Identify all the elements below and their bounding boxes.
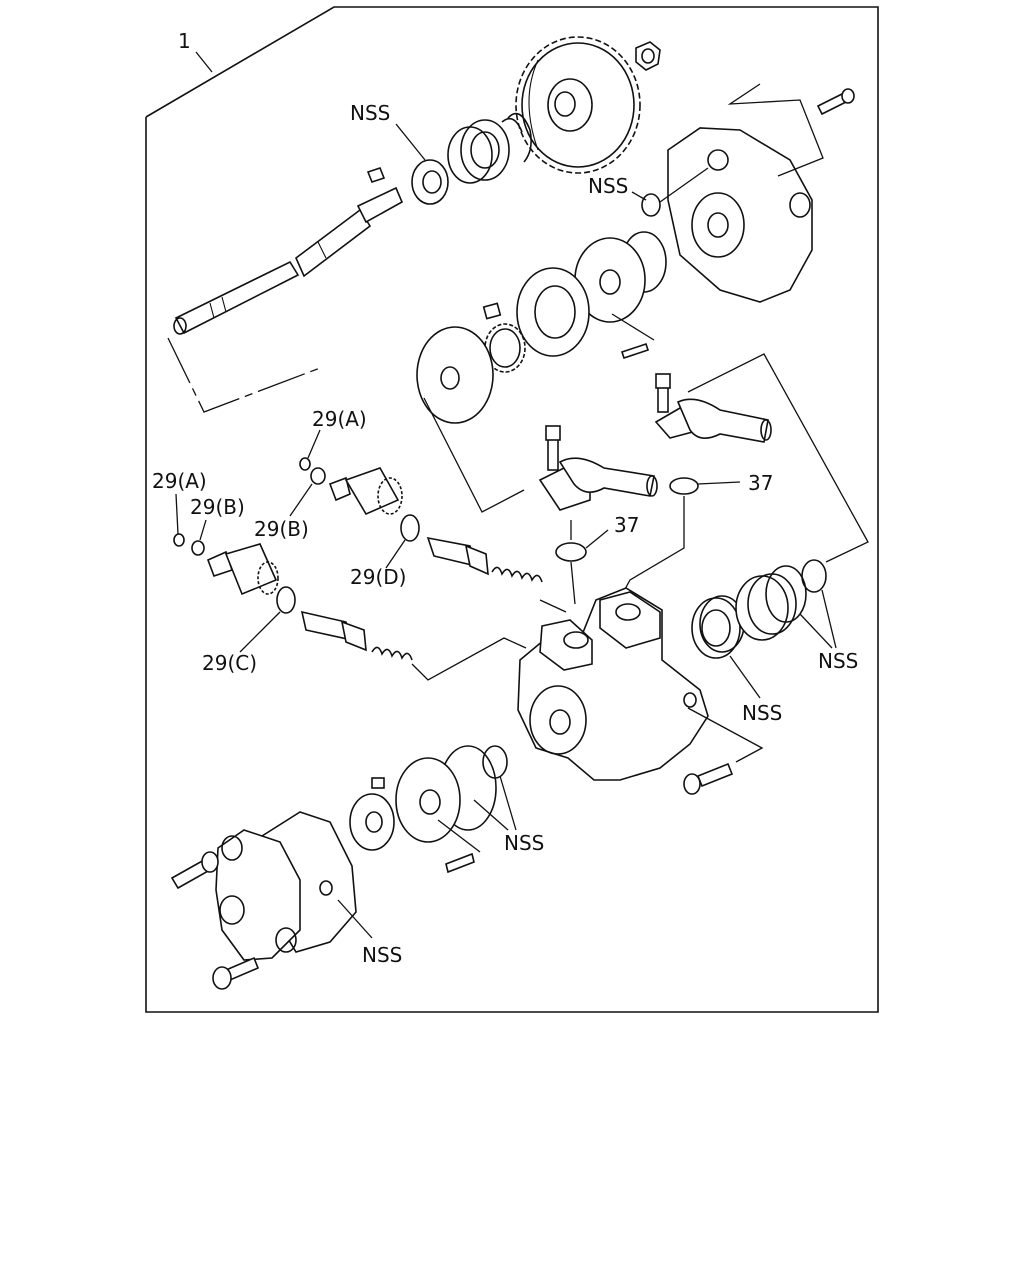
body-bolt [683, 762, 734, 795]
front-rotor [349, 793, 395, 851]
label-oring-29c: 29(C) [202, 651, 257, 675]
oil-seal [411, 159, 449, 205]
oring-right-large [765, 565, 807, 623]
front-oring-small [482, 745, 508, 779]
label-oring-29a-top: 29(A) [312, 407, 367, 431]
assembly-callout-1: 1 [178, 29, 191, 53]
outlet-pipe-right [654, 398, 772, 443]
oring-29b-left [191, 540, 205, 556]
oring-37-upper [669, 477, 699, 495]
pressure-plate [574, 237, 646, 323]
cover-bolt-top [816, 88, 855, 116]
side-plate [416, 326, 494, 424]
cover-bolt-lower [212, 956, 260, 990]
drive-gear [515, 36, 641, 174]
label-oring-29d: 29(D) [350, 565, 406, 589]
oring-right-small [801, 559, 827, 593]
label-oring-37-upper: 37 [748, 471, 773, 495]
label-nss-cover-gasket: NSS [362, 943, 402, 967]
front-side-plate [395, 757, 461, 843]
oring-29a-left [173, 533, 185, 547]
cam-ring [516, 267, 590, 357]
valve-spring-upper [491, 566, 543, 583]
valve-spring-lower [371, 646, 413, 661]
label-nss-oring-top: NSS [588, 174, 628, 198]
label-nss-right-bearing: NSS [742, 701, 782, 725]
oring-29b-top [310, 467, 326, 485]
pump-cover [667, 127, 813, 303]
shaft-bearing [447, 119, 510, 184]
drive-shaft [173, 186, 404, 335]
outlet-bolt-right [655, 373, 671, 413]
dowel-pin-upper [620, 342, 650, 360]
pump-body [517, 587, 709, 781]
dowel-pin-lower [445, 852, 475, 874]
label-nss-front-rings: NSS [504, 831, 544, 855]
rear-cover [215, 829, 301, 961]
vane [482, 302, 502, 320]
oring-29a-top [299, 457, 311, 471]
outlet-bolt-left [545, 425, 561, 471]
label-oring-29a-left: 29(A) [152, 469, 207, 493]
cover-bolt-upper [170, 851, 219, 890]
flow-valve-lower [300, 610, 367, 652]
label-nss-right-rings: NSS [818, 649, 858, 673]
front-vane [371, 777, 385, 789]
oring-29d [400, 514, 420, 542]
snap-ring [501, 112, 532, 163]
connector-fitting-upper [328, 467, 403, 516]
label-nss-gear-seal: NSS [350, 101, 390, 125]
oring-29c [276, 586, 296, 614]
oring-37-lower [555, 542, 587, 562]
cover-oring [641, 193, 661, 217]
assembly-frame: 1 [145, 6, 879, 1013]
outlet-pipe-left [538, 457, 658, 511]
gear-nut [635, 41, 661, 71]
flow-valve-upper [426, 536, 489, 576]
label-oring-37-lower: 37 [614, 513, 639, 537]
connector-fitting-lower [206, 543, 279, 596]
label-oring-29b-left: 29(B) [190, 495, 245, 519]
label-oring-29b-top: 29(B) [254, 517, 309, 541]
shaft-key [366, 167, 386, 183]
bearing-housing [735, 573, 797, 641]
